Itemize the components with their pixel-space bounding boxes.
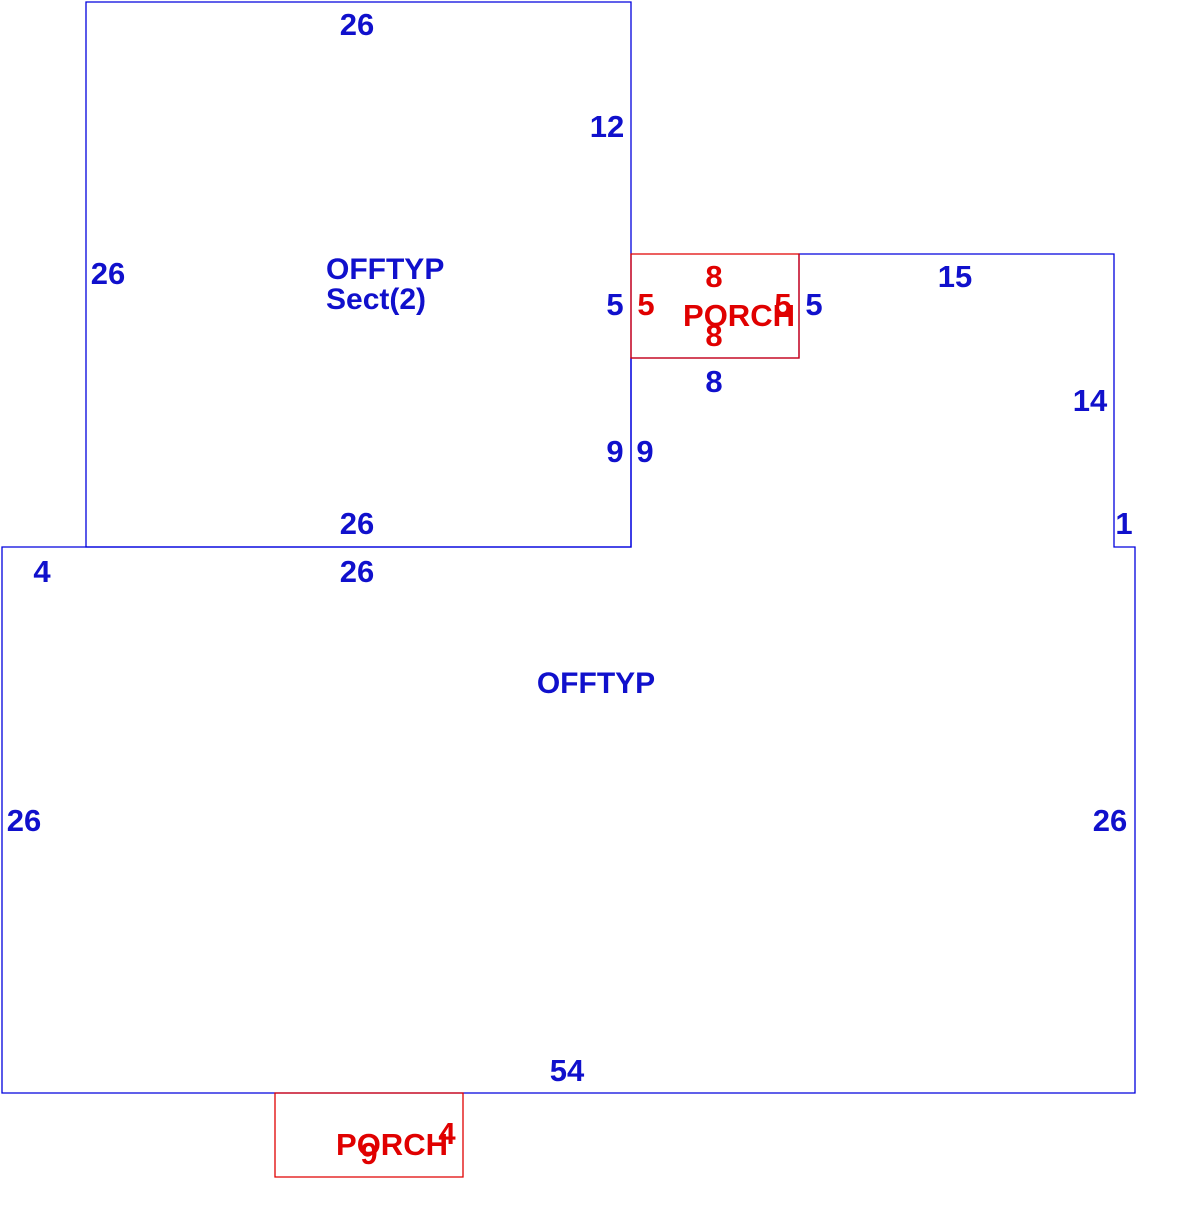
upper-left-dimension: 26 <box>91 256 125 291</box>
upper-bottom-dimension: 26 <box>340 506 374 541</box>
upper-porch-top-dimension: 8 <box>705 259 722 294</box>
upper-section-name: OFFTYP <box>326 253 444 286</box>
upper-right-lower-dimension: 9 <box>606 434 623 469</box>
upper-porch-left-dimension: 5 <box>637 287 654 322</box>
upper-top-dimension: 26 <box>340 7 374 42</box>
main-bottom-dimension: 54 <box>550 1053 585 1088</box>
upper-porch-name: PORCH <box>683 298 795 333</box>
upper-porch-bottom-dimension: 8 <box>705 318 722 353</box>
main-section-outline <box>1 253 1136 1094</box>
main-notch-right-dimension: 14 <box>1073 383 1108 418</box>
main-notch-left-dimension: 9 <box>636 434 653 469</box>
upper-porch-right-dimension: 5 <box>774 287 791 322</box>
upper-porch-outline <box>630 253 800 359</box>
upper-right-mid-dimension: 5 <box>606 287 623 322</box>
main-top-left-offset-dimension: 4 <box>33 554 51 589</box>
lower-porch-name: PORCH <box>336 1127 448 1162</box>
main-notch-top-dimension: 15 <box>938 259 972 294</box>
main-notch-step-dimension: 1 <box>1115 506 1132 541</box>
lower-porch-outline <box>274 1092 464 1178</box>
main-right-dimension: 26 <box>1093 803 1127 838</box>
main-porch-bottom-dimension: 8 <box>705 364 722 399</box>
lower-porch-width-dimension: 9 <box>360 1136 377 1171</box>
main-porch-side-dimension: 5 <box>805 287 822 322</box>
main-left-dimension: 26 <box>7 803 41 838</box>
main-section-name: OFFTYP <box>537 667 655 700</box>
main-top-dimension: 26 <box>340 554 374 589</box>
lower-porch-depth-dimension: 4 <box>438 1116 456 1151</box>
upper-section-subtitle: Sect(2) <box>326 283 426 316</box>
upper-right-upper-dimension: 12 <box>590 109 624 144</box>
